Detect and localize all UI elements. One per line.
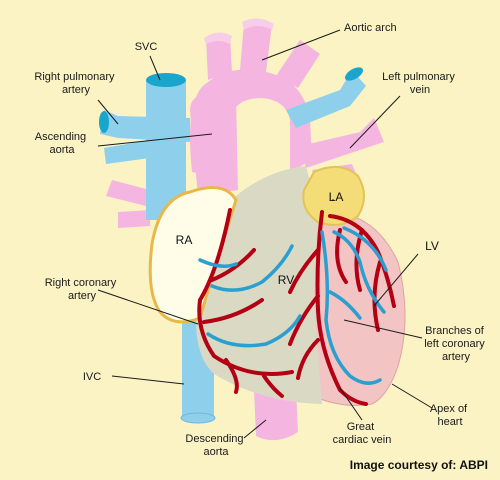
lv-leader	[373, 253, 419, 307]
great-cardiac-vein-leader	[339, 387, 363, 421]
left-atrium	[302, 165, 365, 226]
vein-branch-3	[342, 226, 388, 272]
right-atrium	[148, 186, 238, 324]
rca-branch-4	[262, 374, 284, 398]
vein-branch-1	[332, 230, 386, 314]
vein-branch-2	[328, 290, 362, 320]
label-branches-left-coronary: Branches of left coronary artery	[424, 325, 488, 363]
label-right-pulmonary-artery-line-1: Right pulmonary	[34, 71, 115, 83]
right-pulmonary-artery-lumen-icon	[99, 111, 109, 133]
label-apex-of-heart: Apex of heart	[430, 403, 470, 428]
ascending-aorta	[190, 92, 238, 196]
label-ascending-aorta: Ascending aorta	[35, 131, 89, 156]
aortic-arch-leader	[261, 29, 341, 61]
label-apex-line-2: heart	[437, 416, 462, 428]
rca-branch-1	[210, 248, 256, 282]
anterior-cardiac-vein-2	[206, 314, 302, 348]
anterior-cardiac-vein-3	[198, 258, 238, 268]
label-rv: RV	[278, 273, 294, 287]
label-lv: LV	[425, 239, 439, 253]
right-pulmonary-vein-lower	[118, 210, 150, 228]
aortic-branch-3	[276, 40, 320, 88]
label-svc: SVC	[135, 41, 158, 53]
lad-branch-3	[296, 338, 320, 380]
great-cardiac-vein	[320, 230, 382, 385]
coronary-veins	[198, 226, 388, 385]
label-descending-aorta-line-2: aorta	[203, 446, 229, 458]
image-credit: Image courtesy of: ABPI	[349, 458, 488, 472]
label-descending-aorta-line-1: Descending	[185, 433, 243, 445]
right-pulmonary-vein-upper	[106, 180, 150, 206]
aortic-branch-1	[206, 36, 232, 80]
label-great-cardiac-vein-line-2: cardiac vein	[333, 434, 392, 446]
label-branches-left-coronary-line-1: Branches of	[425, 325, 485, 337]
label-left-pulmonary-vein-line-1: Left pulmonary	[382, 71, 455, 83]
label-right-coronary-artery: Right coronary artery	[45, 277, 120, 302]
label-ascending-aorta-line-2: aorta	[49, 144, 75, 156]
svc-leader	[149, 55, 161, 81]
ivc-leader	[111, 375, 185, 385]
label-descending-aorta: Descending aorta	[185, 433, 246, 458]
left-pulmonary-vein-upper	[300, 118, 384, 168]
label-apex-line-1: Apex of	[430, 403, 468, 415]
aortic-branch-1-cap	[204, 32, 232, 44]
lad-branch-1	[288, 248, 320, 294]
descending-aorta	[254, 390, 298, 441]
left-pulmonary-vein-leader	[349, 95, 401, 149]
left-pulmonary-artery	[286, 70, 366, 128]
lad-branch-2	[288, 294, 320, 346]
label-left-pulmonary-vein-line-2: vein	[410, 84, 430, 96]
label-right-coronary-artery-line-1: Right coronary	[45, 277, 117, 289]
label-right-coronary-artery-line-2: artery	[68, 290, 97, 302]
right-coronary-artery-leader	[97, 289, 199, 325]
lad-artery	[315, 210, 368, 406]
aortic-branch-2-cap	[242, 18, 274, 30]
label-right-pulmonary-artery-line-2: artery	[62, 84, 91, 96]
label-great-cardiac-vein-line-1: Great	[347, 421, 375, 433]
ascending-aorta-leader	[97, 133, 213, 147]
branches-left-coronary-leader	[343, 319, 423, 339]
right-coronary-artery-vessel	[197, 208, 294, 376]
anterior-cardiac-vein-1	[210, 244, 294, 292]
right-pulmonary-artery-lower	[104, 140, 150, 164]
label-ascending-aorta-line-1: Ascending	[35, 131, 86, 143]
label-left-pulmonary-vein: Left pulmonary vein	[382, 71, 458, 96]
pulmonary-artery-lumen-icon	[344, 67, 364, 81]
label-branches-left-coronary-line-3: artery	[442, 351, 471, 363]
leader-lines	[97, 29, 433, 439]
label-branches-left-coronary-line-2: left coronary	[424, 338, 485, 350]
label-ra: RA	[176, 233, 193, 247]
descending-aorta-leader	[243, 419, 267, 439]
rca-branch-3	[224, 358, 239, 394]
rca-branch-2	[202, 298, 264, 324]
label-right-pulmonary-artery: Right pulmonary artery	[34, 71, 117, 96]
label-aortic-arch: Aortic arch	[344, 22, 397, 34]
ivc-lumen-icon	[180, 412, 216, 424]
label-great-cardiac-vein: Great cardiac vein	[333, 421, 392, 446]
label-la: LA	[329, 190, 344, 204]
svc-lumen-icon	[146, 73, 186, 87]
apex-leader	[391, 383, 433, 409]
label-ivc: IVC	[83, 371, 101, 383]
right-pulmonary-artery-leader	[97, 99, 119, 125]
